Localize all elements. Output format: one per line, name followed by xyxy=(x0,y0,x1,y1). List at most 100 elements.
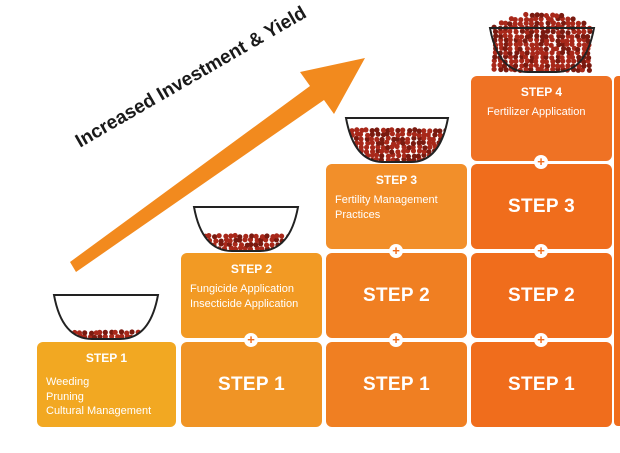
bean xyxy=(442,149,448,155)
bean xyxy=(498,29,504,35)
bean xyxy=(549,55,555,61)
step-3-title: STEP 3 xyxy=(375,173,418,187)
bean xyxy=(507,21,513,27)
bean xyxy=(576,42,582,48)
bean xyxy=(502,33,508,39)
bean xyxy=(507,33,513,39)
bean xyxy=(150,333,156,339)
step-1-detail-2: Pruning xyxy=(46,390,84,403)
bowl-icon xyxy=(52,294,160,340)
bean xyxy=(550,66,556,72)
bean xyxy=(430,140,436,146)
bean xyxy=(543,54,549,60)
bean xyxy=(364,136,370,142)
bean xyxy=(555,21,561,27)
bean xyxy=(380,127,387,133)
bean xyxy=(216,233,222,239)
bean xyxy=(82,330,88,336)
bean xyxy=(539,12,545,18)
bean xyxy=(540,37,546,44)
bean xyxy=(534,20,540,26)
bean xyxy=(97,329,103,335)
bean xyxy=(375,131,381,137)
bean xyxy=(522,38,528,44)
plus-icon: + xyxy=(534,244,548,258)
bean xyxy=(353,135,359,141)
bean xyxy=(109,333,115,339)
bean xyxy=(410,144,416,150)
bean xyxy=(401,144,407,150)
bean xyxy=(76,330,82,336)
bean xyxy=(102,334,108,339)
bean xyxy=(509,59,515,65)
bean xyxy=(385,153,391,159)
bean xyxy=(554,13,560,19)
bean xyxy=(539,63,545,69)
bean xyxy=(519,63,525,69)
bean xyxy=(195,246,201,251)
bean xyxy=(492,29,499,35)
bean xyxy=(289,237,295,243)
bean xyxy=(405,153,411,159)
bean xyxy=(249,233,255,239)
bean xyxy=(140,334,146,339)
bean xyxy=(513,54,519,60)
bean xyxy=(421,128,427,134)
bean xyxy=(369,128,375,134)
step-1-title: STEP 1 xyxy=(85,351,128,365)
bean xyxy=(200,242,206,248)
bean xyxy=(503,37,509,43)
bean xyxy=(223,233,229,239)
bean xyxy=(565,63,571,69)
bean xyxy=(399,136,406,142)
bean xyxy=(565,16,571,22)
bean xyxy=(571,58,577,64)
bean xyxy=(437,132,443,138)
bean xyxy=(524,50,530,56)
bean xyxy=(374,152,380,158)
bean xyxy=(528,63,534,69)
bowl-icon xyxy=(344,117,450,163)
bean xyxy=(534,45,540,51)
bean xyxy=(534,50,541,56)
bean xyxy=(357,131,364,137)
bean xyxy=(353,153,359,159)
bean xyxy=(529,29,535,35)
bean xyxy=(519,34,525,40)
stack-label: STEP 1 xyxy=(218,373,285,395)
bean xyxy=(368,136,374,142)
bean xyxy=(498,41,504,47)
step-2-detail-2: Insecticide Application xyxy=(190,297,299,310)
bean xyxy=(534,12,540,18)
stack-label: STEP 2 xyxy=(363,284,430,306)
bean xyxy=(581,29,587,35)
bean xyxy=(422,145,428,151)
bean xyxy=(259,234,266,240)
bean xyxy=(529,42,535,48)
bean xyxy=(415,153,421,159)
bean xyxy=(502,20,509,26)
bean xyxy=(524,46,530,52)
bean xyxy=(237,234,243,240)
bean xyxy=(358,144,364,150)
bean xyxy=(513,63,519,69)
bean xyxy=(416,140,422,146)
arrow-body xyxy=(70,58,365,272)
bean xyxy=(442,141,448,147)
bean xyxy=(427,128,433,134)
bean xyxy=(534,33,540,39)
bean xyxy=(517,21,523,27)
bean xyxy=(238,242,245,248)
bowl-icon xyxy=(488,11,596,73)
bean xyxy=(285,242,291,248)
bean xyxy=(401,153,407,159)
bean xyxy=(374,127,380,133)
bean xyxy=(416,132,422,138)
bean xyxy=(529,12,535,18)
bean xyxy=(374,136,380,142)
step-4-detail-1: Fertilizer Application xyxy=(487,106,586,118)
bean xyxy=(400,140,406,146)
bean xyxy=(512,17,518,23)
bean xyxy=(349,128,355,134)
bean xyxy=(559,34,566,40)
